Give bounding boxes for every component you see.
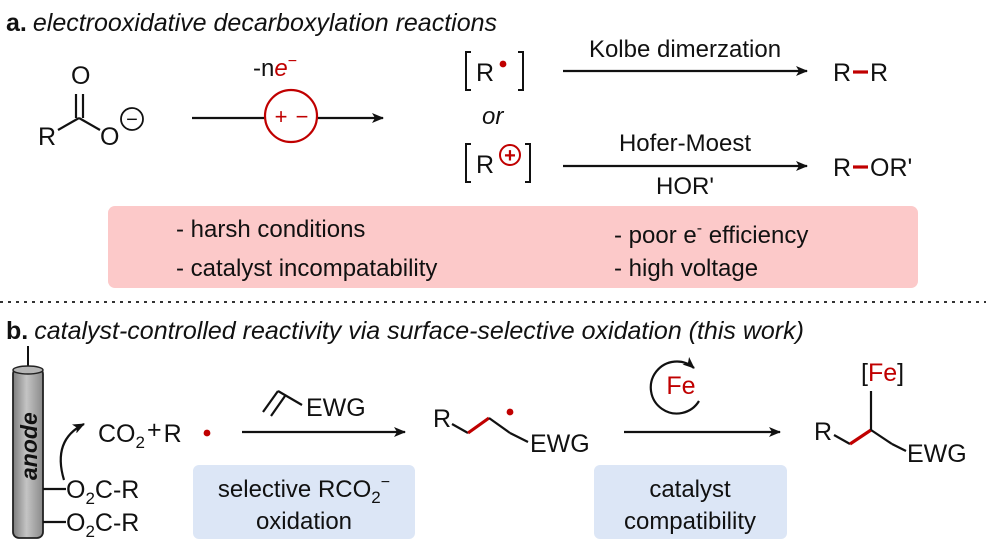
box2-line1: catalyst	[649, 476, 731, 503]
carboxylate-o-top: O	[71, 62, 90, 90]
hofer-moest-label: Hofer-Moest	[619, 130, 751, 157]
adduct-r: R	[433, 405, 451, 433]
catalyst-compatibility-box: catalyst compatibility	[594, 465, 787, 539]
box1-line2: oxidation	[256, 508, 352, 535]
electrode-plus: +	[275, 104, 288, 129]
svg-text:b.catalyst-controlled reactivi: b.catalyst-controlled reactivity via sur…	[6, 317, 804, 345]
drawback-high-voltage: - high voltage	[614, 255, 758, 282]
hofer-product-r: R	[833, 154, 851, 182]
electrode-minus: −	[296, 104, 309, 129]
cation-intermediate: R +	[465, 143, 531, 183]
kolbe-product-r1: R	[833, 59, 851, 87]
svg-text:a.electrooxidative decarboxyla: a.electrooxidative decarboxylation react…	[6, 9, 497, 37]
or-text: or	[482, 103, 504, 130]
drawbacks-box: - harsh conditions - catalyst incompatab…	[108, 206, 918, 288]
product-r: R	[814, 418, 832, 446]
carboxylate-r: R	[38, 123, 56, 151]
hofer-product-or: OR'	[870, 154, 912, 182]
anode-label: anode	[16, 412, 42, 480]
arrow-label-sup: −	[288, 53, 297, 70]
box2-line2: compatibility	[624, 508, 756, 535]
panel-a-letter: a.	[6, 9, 27, 37]
selective-oxidation-box: selective RCO2− oxidation	[193, 465, 415, 539]
product-ewg: EWG	[907, 440, 967, 468]
alkene-ewg: EWG	[306, 394, 366, 422]
decarboxylation-products: CO2+R	[98, 416, 211, 452]
product-fe-label: [Fe]	[861, 359, 904, 387]
fe-catalyst-cycle: Fe	[649, 356, 700, 415]
panel-b-letter: b.	[6, 317, 28, 345]
panel-a-header: a.electrooxidative decarboxylation react…	[6, 9, 497, 37]
drawback-catalyst-incompatability: - catalyst incompatability	[176, 255, 437, 282]
electrode-circle-icon	[263, 88, 319, 144]
cation-r: R	[476, 151, 494, 179]
negative-charge-circle	[120, 107, 144, 131]
radical-adduct: R EWG	[433, 405, 590, 458]
negative-charge-symbol: −	[126, 109, 138, 131]
svg-text:-ne−: -ne−	[253, 53, 297, 82]
surface-carboxylates: O2C-R O2C-R	[43, 423, 139, 541]
cation-charge-icon	[499, 144, 521, 166]
hofer-moest-pathway: Hofer-Moest HOR' R OR'	[563, 130, 912, 200]
kolbe-label: Kolbe dimerzation	[589, 36, 781, 63]
drawback-poor-efficiency: - poor e- efficiency	[614, 220, 808, 249]
kolbe-product-r2: R	[870, 59, 888, 87]
drawback-harsh-conditions: - harsh conditions	[176, 216, 365, 243]
radical-dot-icon	[499, 60, 507, 68]
electrolysis-arrow: -ne− + −	[192, 53, 384, 144]
carboxylate-o-minus: O	[100, 123, 119, 151]
radical-dot-b-icon	[203, 429, 211, 437]
arrow-label-e: e	[274, 55, 287, 82]
panel-b-header: b.catalyst-controlled reactivity via sur…	[6, 317, 804, 345]
adduct-ewg: EWG	[530, 430, 590, 458]
fe-product: [Fe] R EWG	[814, 359, 967, 468]
box1-line1: selective RCO2−	[218, 474, 390, 507]
carboxylate-2: O2C-R	[66, 509, 139, 541]
panel-b-title: catalyst-controlled reactivity via surfa…	[34, 317, 804, 345]
hofer-moest-reagent: HOR'	[656, 173, 714, 200]
co2-text: CO2+R	[98, 416, 182, 452]
panel-a-title: electrooxidative decarboxylation reactio…	[33, 9, 497, 37]
arrow-label-prefix: -n	[253, 55, 274, 82]
carboxylate-1: O2C-R	[66, 476, 139, 508]
alkene-reagent: EWG	[262, 390, 366, 422]
radical-r: R	[476, 59, 494, 87]
adduct-radical-dot-icon	[506, 408, 514, 416]
cation-plus: +	[504, 145, 516, 167]
fe-catalyst-text: Fe	[666, 372, 695, 400]
carboxylate-reactant: O R O −	[38, 62, 144, 151]
anode-electrode: anode	[12, 346, 44, 539]
radical-intermediate: R	[465, 51, 524, 91]
kolbe-pathway: Kolbe dimerzation R R	[563, 36, 888, 87]
